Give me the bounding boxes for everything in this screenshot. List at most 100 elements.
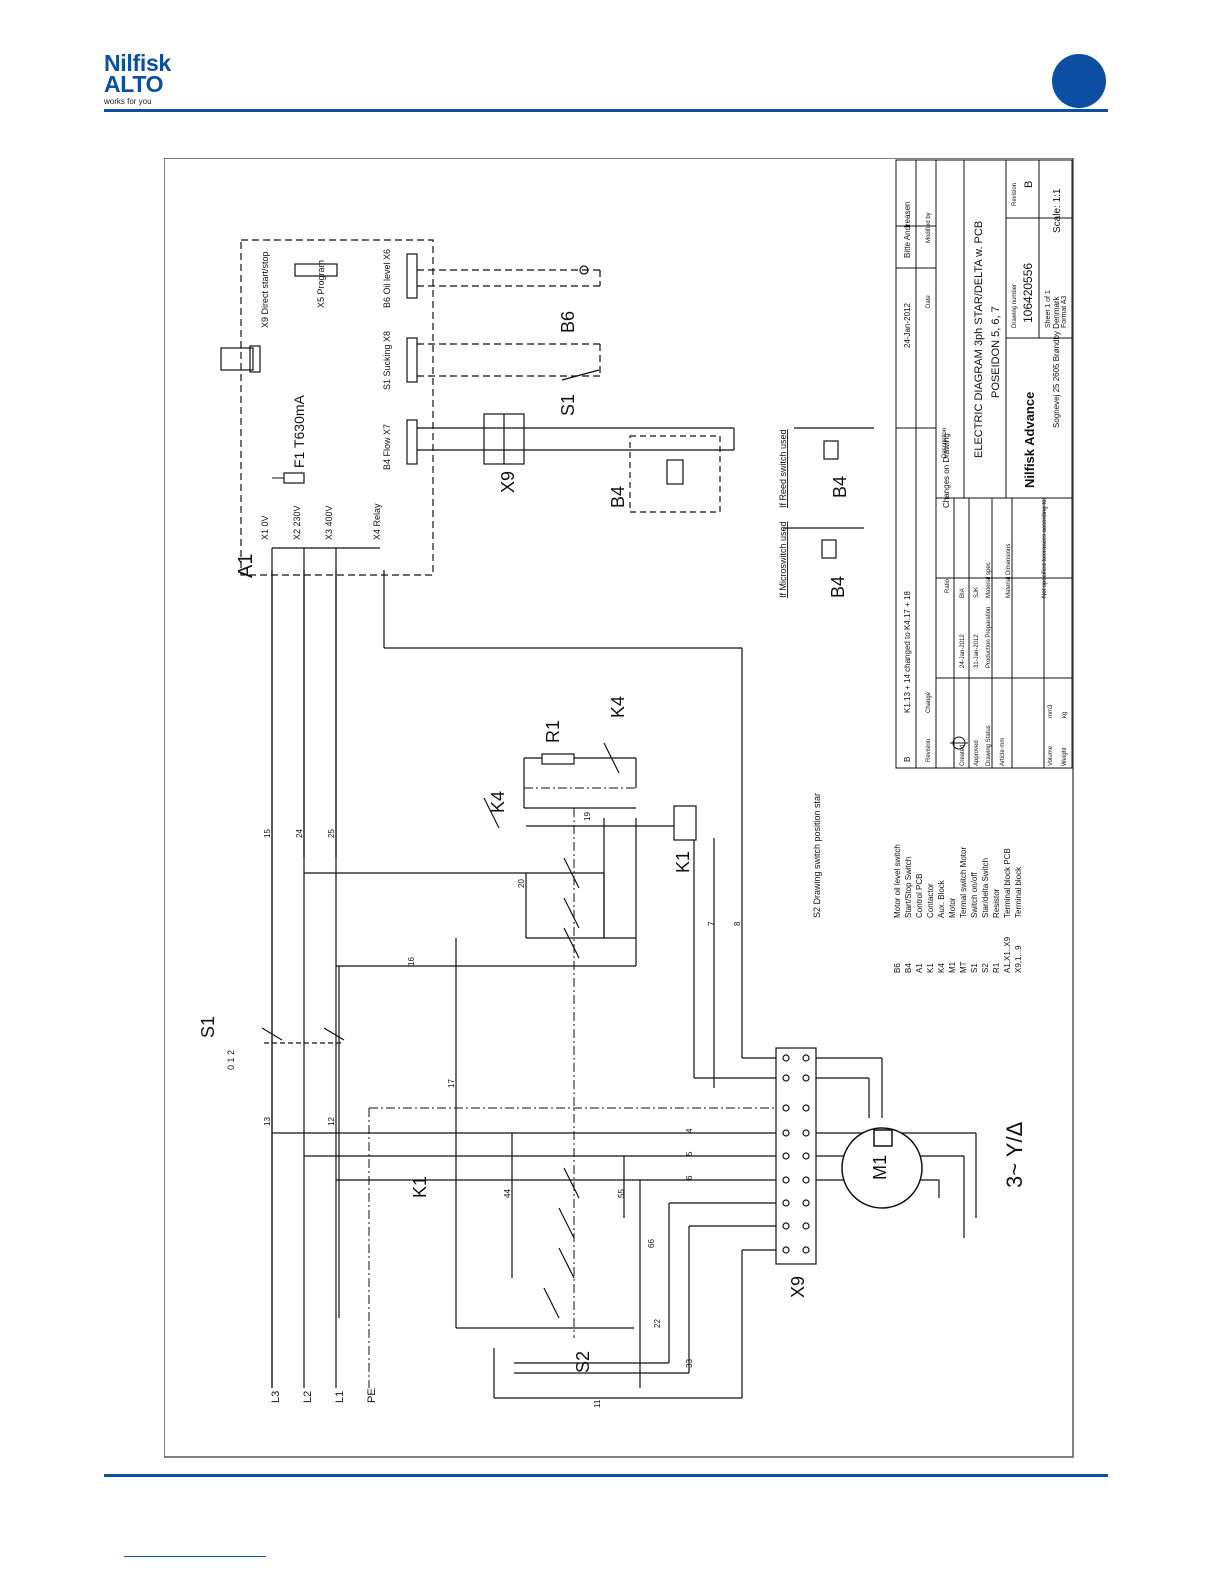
wire-13: 13 [263,1117,272,1126]
legend-code: M1 [948,961,957,973]
label-k1-coil: K1 [673,851,693,873]
wire-20: 20 [517,879,526,888]
wire-66: 66 [647,1239,656,1248]
label-b4-top: B4 [608,486,628,508]
wire-12: 12 [327,1117,336,1126]
legend-code: A1,X1..X9 [1003,936,1012,973]
label-s2: S2 [573,1351,593,1373]
tb-approved: Approved [974,740,980,766]
wire-8: 8 [733,921,742,926]
tb-date-header: Date [926,295,932,308]
wire-6: 6 [685,1175,694,1180]
legend-desc: Star/delta Switch [981,858,990,918]
legend-desc: Start/Stop Switch [904,857,913,918]
wire-15: 15 [263,829,272,838]
label-f1: F1 T630mA [291,394,307,468]
label-l1: L1 [334,1391,346,1403]
label-s1: S1 [198,1016,218,1038]
tb-created-by: BIA [960,588,966,598]
brand-logo: Nilfisk ALTO works for you [104,52,171,106]
label-x9-bottom: X9 [788,1276,808,1298]
legend-desc: Control PCB [915,874,924,918]
pe-line [368,787,776,1388]
tb-weight: Weight [1062,747,1068,766]
legend-code: A1 [915,963,924,973]
footer-rule [104,1474,1108,1477]
legend-code: K1 [926,963,935,973]
wire-19: 19 [583,812,592,821]
tb-description-label: Description [942,428,948,458]
tb-revision-label: Revision [1012,183,1018,206]
legend-code: S1 [970,963,979,973]
tb-material-spec: Material spec [986,562,992,598]
switch-contacts [261,742,620,1319]
tb-revision: B [1023,181,1035,188]
wire-33: 33 [685,1359,694,1368]
tb-approved-date: 31-Jan-2012 [974,634,980,668]
header-rule [104,109,1108,112]
label-x4: X4 Relay [372,503,382,540]
tb-created-date: 24-Jan-2012 [960,634,966,668]
label-x5: X5 Program [316,260,326,308]
title-block [895,159,1073,769]
tb-scale: Scale: 1:1 [1052,188,1063,233]
legend-desc: Terminal block PCB [1003,848,1012,918]
wire-4: 4 [685,1128,694,1133]
label-m1: M1 [870,1155,890,1180]
legend-code: MT [959,961,968,973]
tb-company: Nilfisk Advance [1022,392,1037,488]
r1-resistor [541,753,575,765]
tb-sheet: Sheet 1 of 1 [1045,290,1052,328]
section-circle-badge [1052,54,1106,108]
label-x1: X1 0V [260,515,270,540]
tb-drawing-number: 106420556 [1021,263,1035,323]
legend-code: B4 [904,963,913,973]
brand-line1: Nilfisk [104,50,171,76]
legend-code: X9,1...9 [1014,945,1023,973]
tb-changes-on-drawing: Changes on Drawing [942,433,951,508]
label-x9-top: X9 [498,471,518,493]
label-k4: K4 [608,696,628,718]
wire-11: 11 [593,1399,602,1408]
legend-desc: Motor [948,897,957,918]
wire-5: 5 [685,1151,694,1156]
label-micro: If Microswitch used [778,521,788,598]
diagram-labels: L3 L2 L1 PE A1 F1 T630mA X1 0V X2 230V X… [198,249,1027,1408]
label-motor-symbol: 3~ Y/Δ [1002,1121,1027,1188]
drawing-sheet: B K1.13 + 14 changed to K4.17 + 18 24-Ja… [163,157,1074,1458]
label-x3: X3 400V [324,505,334,540]
tb-weight-unit: kg [1062,712,1068,718]
tb-ratio: Ratio [945,578,951,593]
label-r1: R1 [543,720,563,743]
tb-format: Format A3 [1061,296,1068,328]
tb-approved-by: SJK [974,587,980,598]
label-a1: A1 [235,554,257,578]
b4-sensors [784,427,874,559]
legend-desc: Resistor [992,888,1001,918]
label-b4-reed: B4 [830,476,850,498]
f1-fuse [283,472,305,484]
legend-code: R1 [992,962,1001,973]
label-x7: B4 Flow X7 [382,424,392,470]
tb-rev-header: Revision [926,739,932,762]
legend-desc: Contactor [926,883,935,918]
tb-modified-header: Modified by [926,212,932,243]
legend-desc: Termal switch Motor [959,847,968,918]
label-x9-direct: X9 Direct start/stop [260,251,270,328]
wire-44: 44 [503,1189,512,1198]
label-x2: X2 230V [292,505,302,540]
tb-volume: Volume [1048,745,1054,766]
tb-rev: B [903,757,912,762]
tb-subtitle: POSEIDON 5, 6, 7 [990,306,1002,398]
wire-25: 25 [327,829,336,838]
tb-material-dims: Material Dimensions [1006,544,1012,598]
tb-address: Sognevej 25 2605 Brøndby Denmark [1052,295,1061,428]
brand-tagline: works for you [104,97,152,106]
title-block-text: B K1.13 + 14 changed to K4.17 + 18 24-Ja… [903,181,1068,766]
legend-desc: Switch on/off [970,872,979,918]
label-l2: L2 [302,1391,314,1403]
legend-desc: Terminal block [1014,866,1023,918]
x9-terminal-block [775,1047,817,1265]
tb-drawing-status: Drawing Status [986,725,992,766]
wire-24: 24 [295,829,304,838]
